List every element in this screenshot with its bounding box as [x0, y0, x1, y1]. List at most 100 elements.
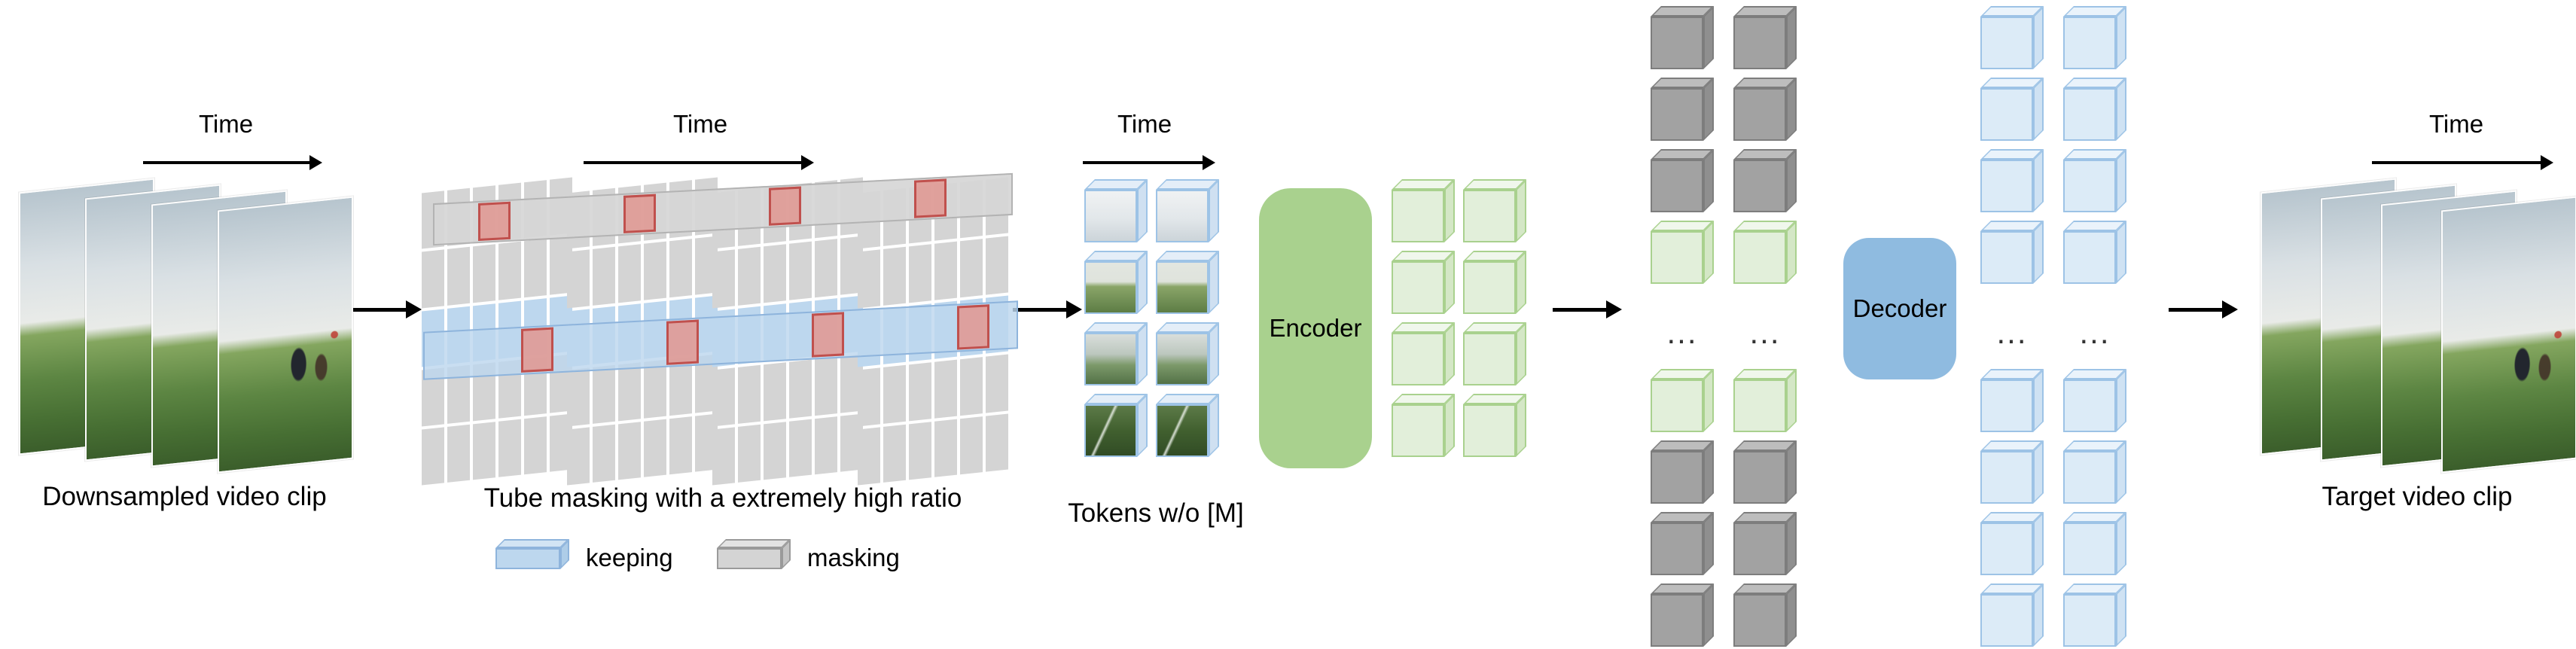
out-token-cube — [2063, 78, 2126, 141]
mask-token-cube — [1733, 149, 1797, 212]
masked-patch — [934, 419, 957, 477]
tok2-token-cube — [1084, 251, 1148, 314]
masked-patch — [883, 364, 906, 424]
mask-token-cube — [1733, 6, 1797, 69]
masked-patch — [618, 362, 641, 421]
tok2-token-cube — [1156, 251, 1219, 314]
target-clip-caption: Target video clip — [2321, 482, 2513, 511]
ellipsis-label: ... — [1666, 315, 1698, 350]
time-arrow-icon — [2372, 155, 2553, 170]
masked-patch — [960, 416, 983, 475]
mask-token-cube — [1651, 440, 1714, 504]
time-arrow-icon — [1083, 155, 1215, 170]
highlighted-tube-patch — [769, 186, 801, 226]
mask-token-cube — [1733, 583, 1797, 647]
out-token-cube — [1980, 221, 2044, 284]
masked-patch — [909, 421, 931, 480]
tok1-token-cube — [1084, 179, 1148, 242]
out-token-cube — [1980, 440, 2044, 504]
encoder-block: Encoder — [1259, 188, 1372, 468]
mask-token-cube — [1651, 78, 1714, 141]
keeping-legend-swatch — [495, 539, 571, 571]
masked-patch — [447, 247, 470, 306]
masked-patch — [618, 421, 641, 480]
tokens-caption: Tokens w/o [M] — [1068, 498, 1244, 528]
ellipsis-label: ... — [1749, 315, 1781, 350]
masked-patch — [524, 239, 547, 298]
masked-patch — [986, 413, 1008, 472]
masked-patch — [498, 242, 521, 300]
highlighted-tube-patch — [914, 178, 947, 218]
latent-token-cube — [1392, 394, 1455, 457]
latent-token-cube — [1463, 394, 1526, 457]
highlighted-tube-patch — [957, 304, 989, 350]
masked-patch — [473, 421, 495, 480]
out-token-cube — [2063, 440, 2126, 504]
masked-patch — [712, 367, 735, 427]
masked-patch — [986, 236, 1008, 295]
masked-patch — [858, 249, 880, 309]
highlighted-tube-patch — [623, 193, 656, 233]
out-token-cube — [2063, 583, 2126, 647]
masked-patch — [738, 247, 761, 306]
masked-patch — [567, 426, 590, 486]
masked-patch — [422, 249, 444, 309]
mask-token-cube — [1651, 583, 1714, 647]
out-token-cube — [1980, 512, 2044, 575]
masked-patch — [524, 416, 547, 475]
mask-token-cube — [1651, 512, 1714, 575]
tube-masking-caption: Tube masking with a extremely high ratio — [483, 483, 962, 513]
masked-patch — [789, 419, 812, 477]
masked-patch — [669, 239, 692, 298]
masked-patch — [593, 424, 615, 483]
tok3-token-cube — [1084, 322, 1148, 385]
masked-patch — [789, 242, 812, 300]
masked-patch — [593, 247, 615, 306]
tok3-token-cube — [1156, 322, 1219, 385]
out-token-cube — [1980, 369, 2044, 432]
latent-token-cube — [1651, 369, 1714, 432]
downsampled-video-frame-stack — [19, 178, 358, 480]
out-token-cube — [2063, 221, 2126, 284]
latent-token-cube — [1733, 221, 1797, 284]
masked-patch — [567, 249, 590, 309]
latent-token-cube — [1392, 322, 1455, 385]
masked-patch — [738, 424, 761, 483]
masked-patch — [960, 357, 983, 416]
masked-patch — [712, 249, 735, 309]
tok1-token-cube — [1156, 179, 1219, 242]
masked-patch — [498, 419, 521, 477]
downsampled-clip-caption: Downsampled video clip — [42, 482, 327, 511]
masked-patch — [669, 416, 692, 475]
out-token-cube — [2063, 369, 2126, 432]
masked-patch — [422, 426, 444, 486]
video-frame — [218, 196, 353, 474]
out-token-cube — [2063, 512, 2126, 575]
video-frame — [2441, 196, 2576, 474]
masked-patch — [789, 359, 812, 419]
masked-patch — [644, 419, 666, 477]
time-label: Time — [672, 110, 728, 138]
tok4-token-cube — [1156, 394, 1219, 457]
masked-patch — [815, 239, 837, 298]
mask-token-cube — [1733, 512, 1797, 575]
out-token-cube — [2063, 149, 2126, 212]
ellipsis-label: ... — [2079, 315, 2111, 350]
time-label: Time — [1117, 110, 1172, 138]
highlighted-tube-patch — [521, 327, 553, 373]
flow-arrow-icon — [1013, 300, 1082, 318]
time-arrow-icon — [584, 155, 814, 170]
flow-arrow-icon — [1553, 300, 1622, 318]
out-token-cube — [1980, 78, 2044, 141]
keeping-legend-label: keeping — [586, 544, 673, 571]
masked-patch — [712, 426, 735, 486]
masked-patch — [883, 424, 906, 483]
highlighted-tube-patch — [812, 312, 844, 358]
latent-token-cube — [1463, 251, 1526, 314]
masked-patch — [883, 247, 906, 306]
masked-patch — [738, 364, 761, 424]
out-token-cube — [1980, 6, 2044, 69]
latent-token-cube — [1463, 322, 1526, 385]
highlighted-tube-patch — [666, 319, 699, 365]
masked-patch — [934, 242, 957, 300]
